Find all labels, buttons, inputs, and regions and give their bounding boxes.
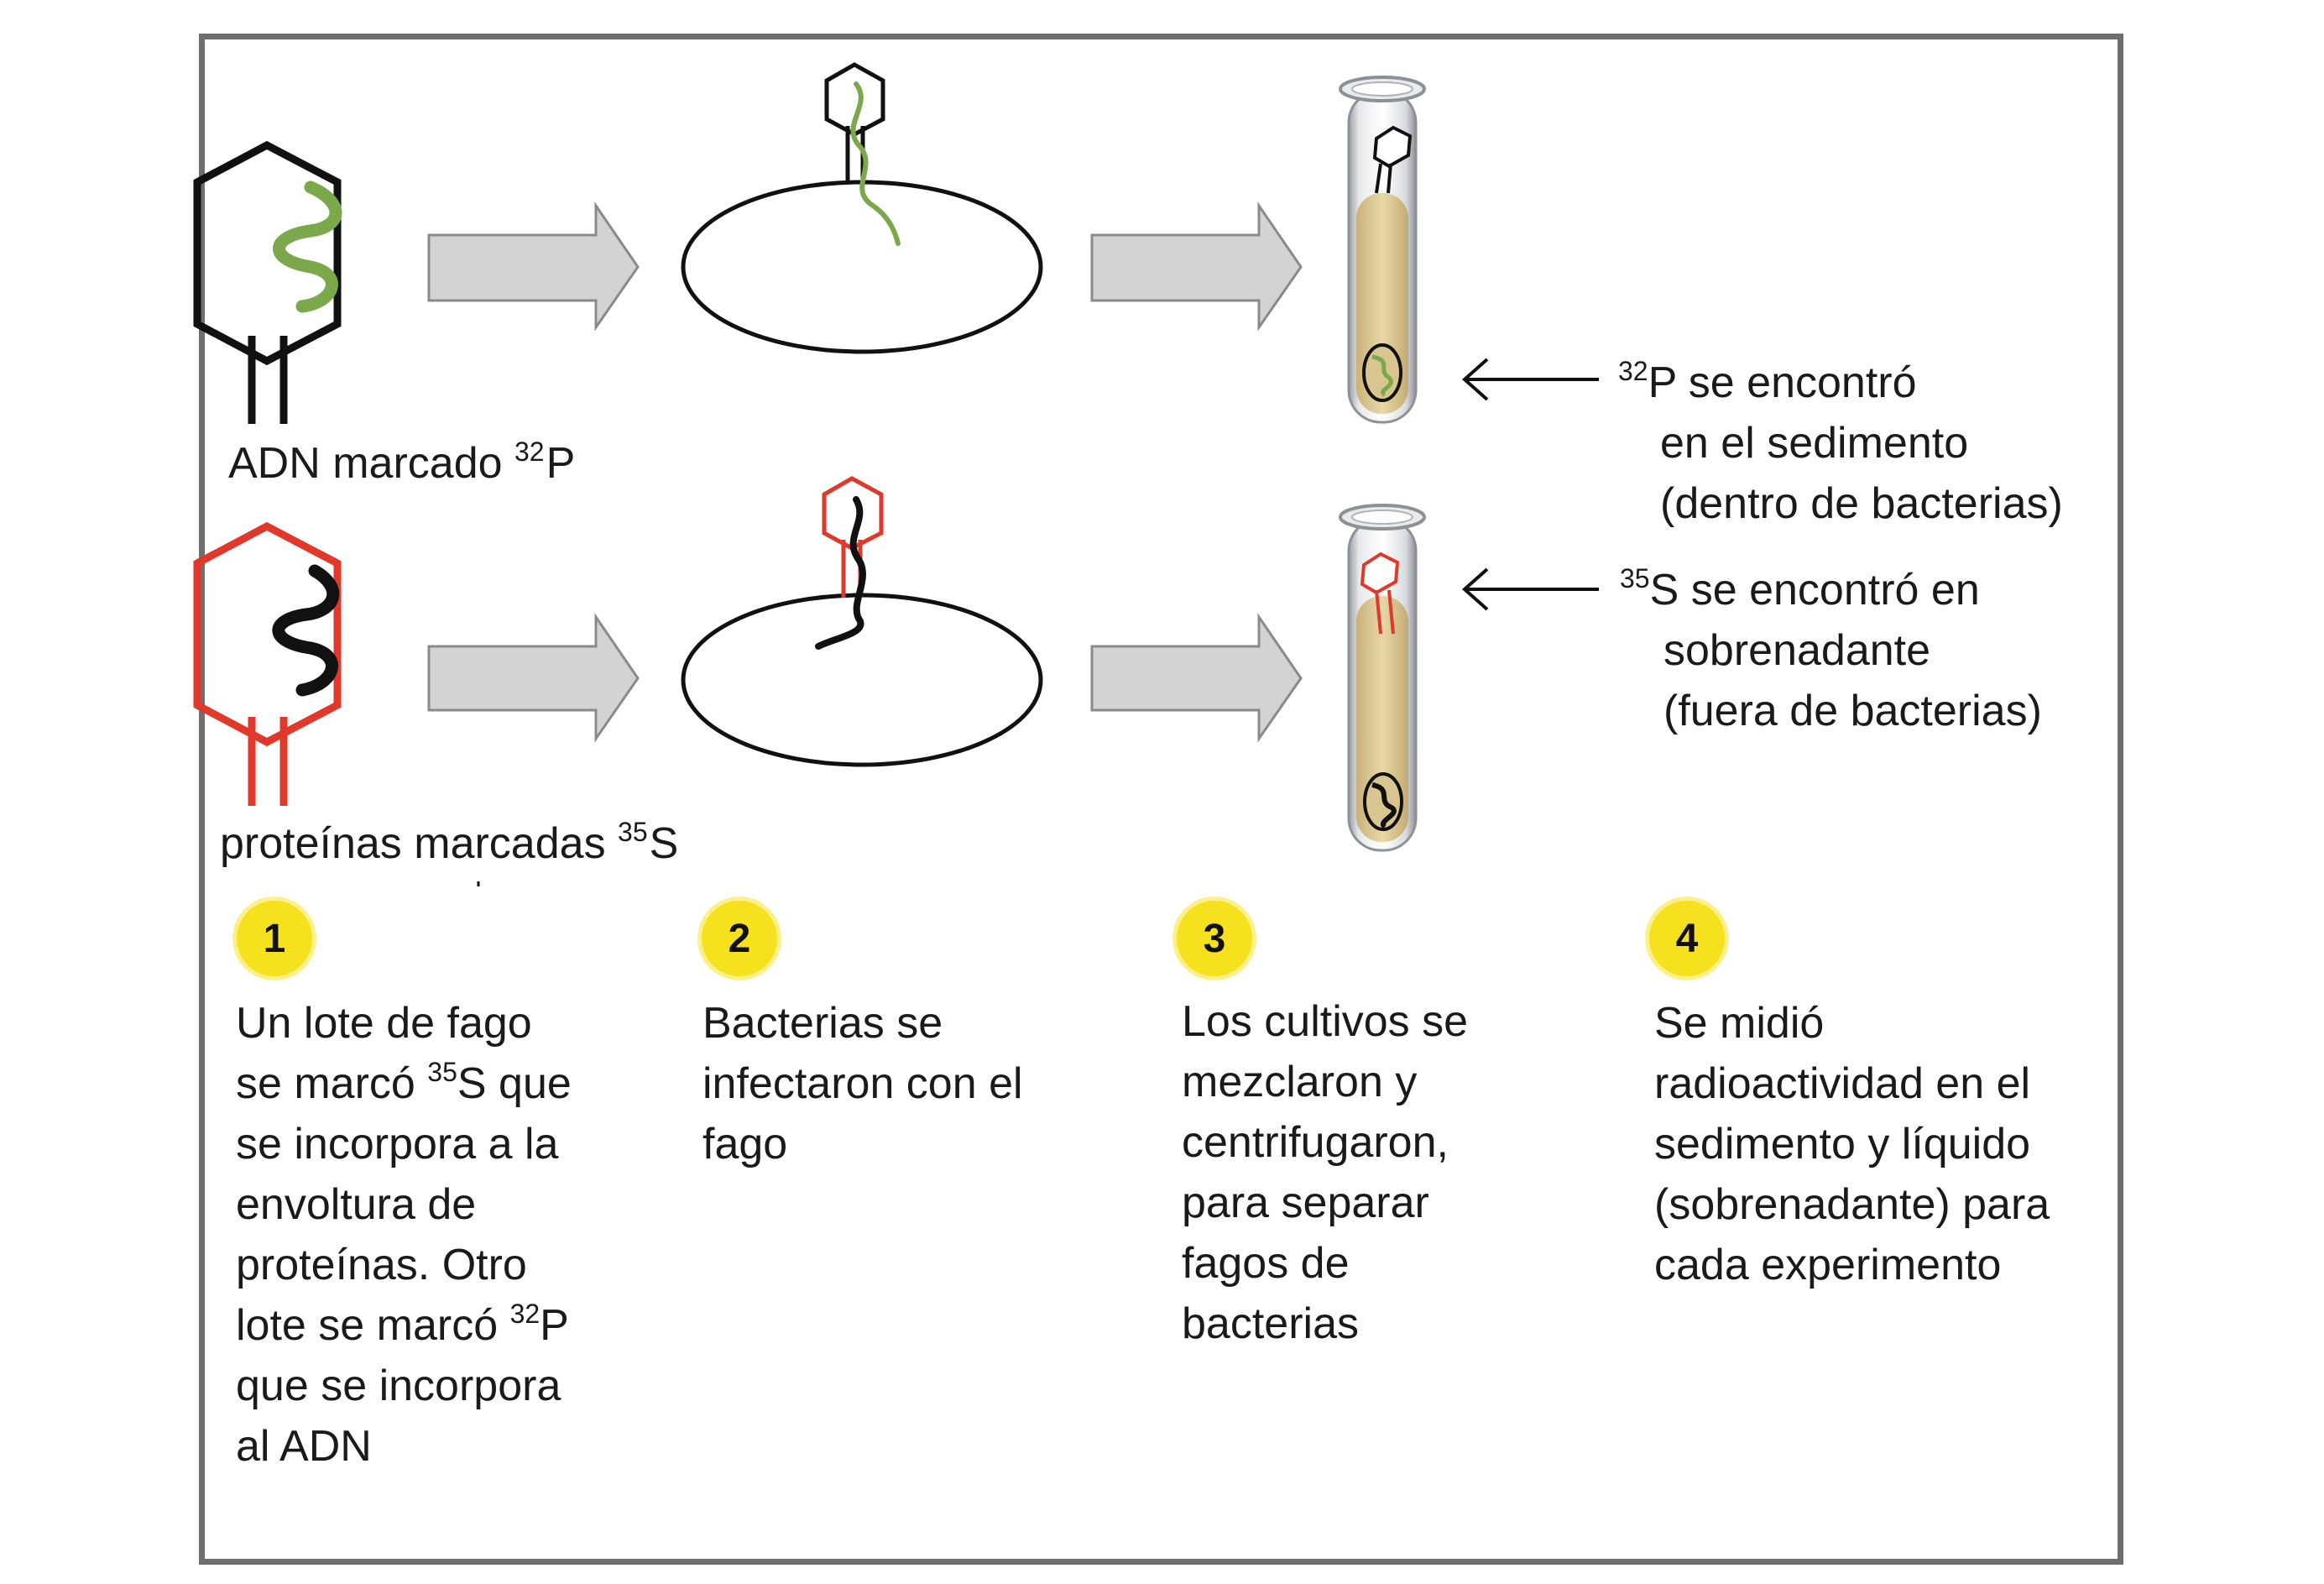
arrow-step2-to-3-row1 <box>1090 201 1303 332</box>
step-3-line-2: mezclaron y <box>1182 1058 1418 1106</box>
step-1-description: Un lote de fago se marcó 35S que se inco… <box>236 993 572 1477</box>
step-badge-3: 3 <box>1172 897 1256 980</box>
step-3-line-4: para separar <box>1182 1179 1429 1227</box>
label-protein-el: S <box>649 819 679 868</box>
arrow-step1-to-2-row2 <box>427 613 640 743</box>
result-s35-line1: se encontró en <box>1679 566 1980 614</box>
result-p32-line2: en el sedimento <box>1660 419 1969 468</box>
result-p32: 32P se encontró en el sedimento (dentro … <box>1618 353 2063 534</box>
result-s35-line3: (fuera de bacterias) <box>1663 687 2042 735</box>
step-1-line-2a: se marcó <box>236 1059 428 1108</box>
label-protein-labeled: proteínas marcadas 35S <box>220 813 678 879</box>
label-protein-text: proteínas marcadas <box>220 819 619 868</box>
step-1-line-6a: lote se marcó <box>236 1301 510 1350</box>
result-s35: 35S se encontró en sobrenadante (fuera d… <box>1620 560 2042 741</box>
step-3-line-5: fagos de <box>1182 1239 1350 1288</box>
pointer-arrow-s35 <box>1461 567 1599 611</box>
step-4-line-4: (sobrenadante) para <box>1654 1180 2050 1229</box>
step-1-line-5: proteínas. Otro <box>236 1241 527 1289</box>
bacterium-infection-row2 <box>681 476 1043 767</box>
step-badge-2: 2 <box>697 897 781 980</box>
test-tube-p32 <box>1339 76 1426 424</box>
result-s35-el: S <box>1649 566 1679 614</box>
step-2-line-1: Bacterias se <box>702 999 943 1048</box>
step-2-line-2: infectaron con el <box>702 1059 1023 1108</box>
step-badge-4: 4 <box>1645 897 1729 980</box>
step-1-line-2: se marcó 35S que <box>236 1053 572 1114</box>
result-p32-line1: se encontró <box>1676 358 1917 407</box>
label-dna-el: P <box>546 439 576 488</box>
step-3-line-3: centrifugaron, <box>1182 1118 1449 1167</box>
step-1-line-7: que se incorpora <box>236 1362 561 1410</box>
step-2-description: Bacterias se infectaron con el fago <box>702 993 1023 1174</box>
result-s35-sup: 35 <box>1620 563 1650 593</box>
step-4-description: Se midió radioactividad en el sedimento … <box>1654 993 2050 1295</box>
step-4-line-5: cada experimento <box>1654 1241 2002 1289</box>
step-1-line-1: Un lote de fago <box>236 999 532 1048</box>
label-protein-sup: 35 <box>618 817 648 847</box>
step-1-line-3: se incorpora a la <box>236 1120 559 1168</box>
arrow-step1-to-2-row1 <box>427 201 640 332</box>
step-1-line-8: al ADN <box>236 1422 372 1471</box>
label-dna-sup: 32 <box>514 437 545 467</box>
arrow-step2-to-3-row2 <box>1090 613 1303 743</box>
pointer-arrow-p32 <box>1461 358 1599 401</box>
phage-protein-labeled <box>193 521 342 806</box>
phage-dna-labeled <box>193 140 342 424</box>
step-1-line-2b: S que <box>457 1059 572 1108</box>
step-1-line-6: lote se marcó 32P <box>236 1295 572 1356</box>
step-4-line-1: Se midió <box>1654 999 1825 1048</box>
result-p32-sup: 32 <box>1618 356 1648 386</box>
bacterium-infection-row1 <box>681 62 1043 354</box>
step-1-line-2-sup: 35 <box>427 1057 457 1087</box>
step-1-line-4: envoltura de <box>236 1180 477 1229</box>
step-3-line-6: bacterias <box>1182 1299 1359 1348</box>
step-1-line-6b: P <box>540 1301 569 1350</box>
step-3-line-1: Los cultivos se <box>1182 997 1469 1046</box>
label-dna-labeled: ADN marcado 32P <box>228 433 575 499</box>
step-3-description: Los cultivos se mezclaron y centrifugaro… <box>1182 991 1468 1354</box>
test-tube-s35 <box>1339 504 1426 852</box>
label-dna-text: ADN marcado <box>228 439 514 488</box>
step-2-line-3: fago <box>702 1120 788 1168</box>
result-p32-el: P <box>1648 358 1677 407</box>
step-badge-1: 1 <box>232 897 316 980</box>
step-4-line-3: sedimento y líquido <box>1654 1120 2031 1168</box>
result-p32-line3: (dentro de bacterias) <box>1660 479 2063 528</box>
step-4-line-2: radioactividad en el <box>1654 1059 2031 1108</box>
figure-frame <box>199 34 2123 1565</box>
step-1-line-6-sup: 32 <box>509 1299 541 1329</box>
result-s35-line2: sobrenadante <box>1663 626 1931 675</box>
